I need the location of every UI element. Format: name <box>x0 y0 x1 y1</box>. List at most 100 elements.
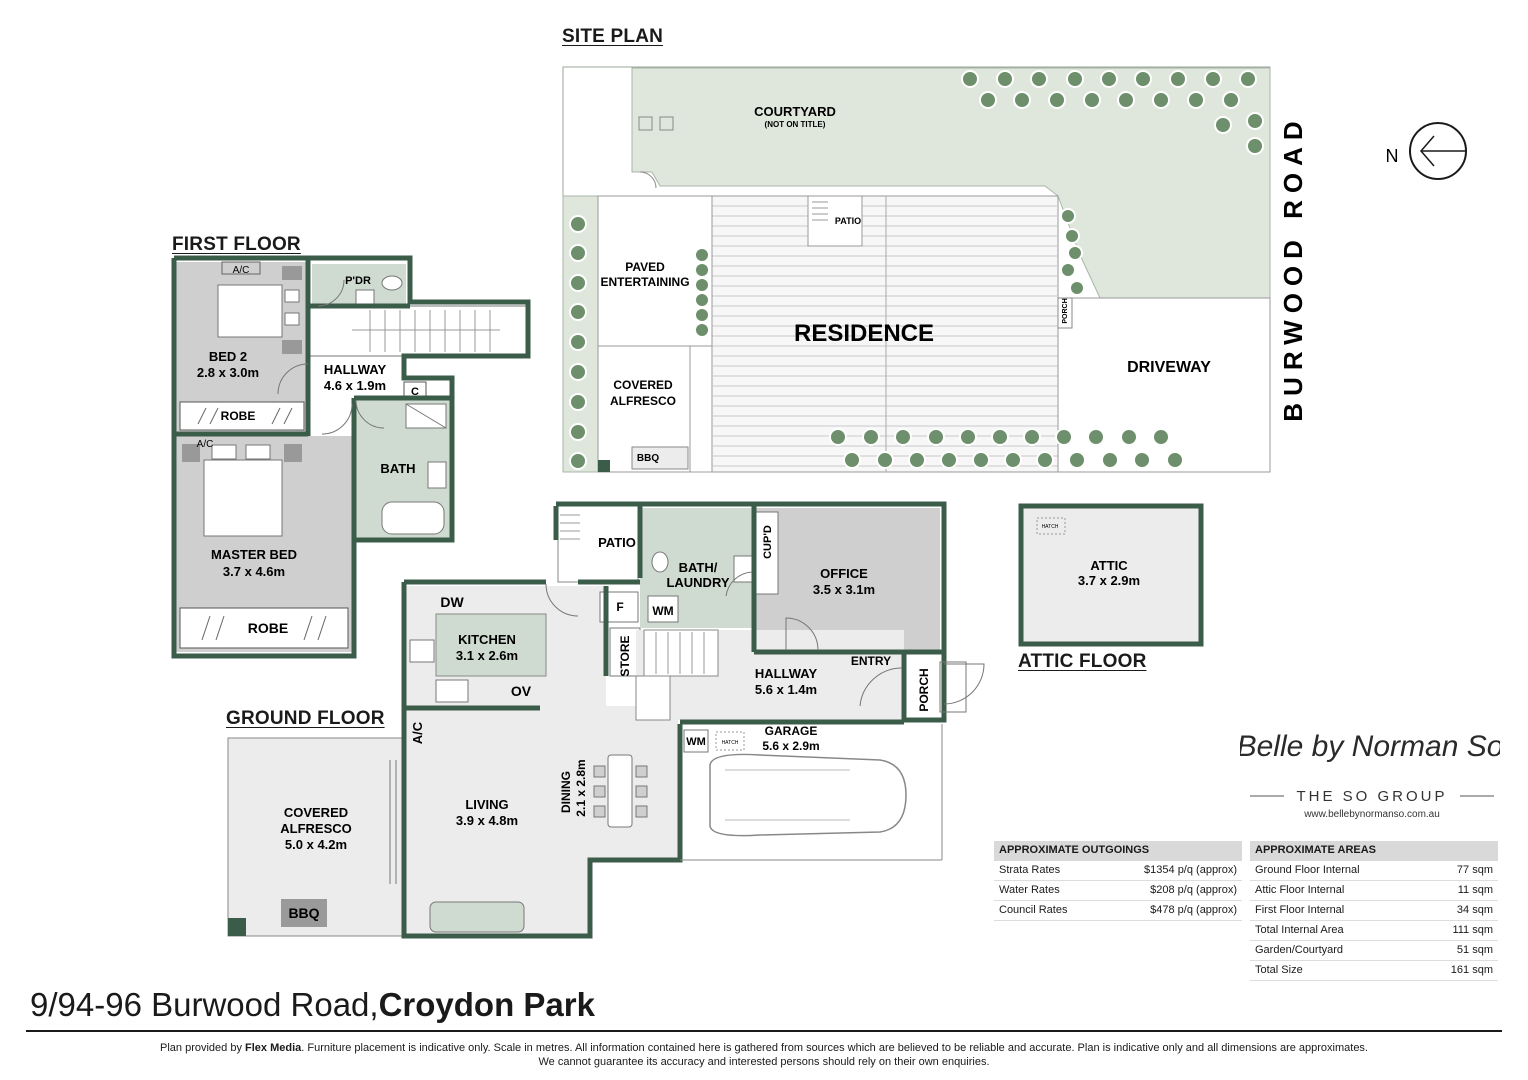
site-plan-drawing <box>562 66 1271 473</box>
kitchen-dimensions: 3.1 x 2.6m <box>456 648 518 663</box>
kitchen-name: KITCHEN <box>458 632 516 647</box>
bbq-icon <box>281 899 327 927</box>
dining-dimensions: 2.1 x 2.8m <box>574 759 588 816</box>
attic-dimensions: 3.7 x 2.9m <box>1078 573 1140 588</box>
gf-hallway-dimensions: 5.6 x 1.4m <box>755 682 817 697</box>
fridge-label: F <box>616 600 623 614</box>
garage-dimensions: 5.6 x 2.9m <box>762 739 819 753</box>
row-label: Attic Floor Internal <box>1255 884 1345 896</box>
street-label: BURWOOD ROAD <box>1278 114 1308 421</box>
row-value: 111 sqm <box>1452 924 1493 936</box>
site-bbq <box>631 446 689 470</box>
garage-name: GARAGE <box>765 724 818 738</box>
row-label: Ground Floor Internal <box>1255 864 1360 876</box>
tree-row-front <box>829 428 1184 469</box>
dining-table-icon <box>607 754 633 828</box>
site-courtyard-note: (NOT ON TITLE) <box>765 120 826 129</box>
robe-master <box>179 607 349 649</box>
cupboard-c-label: C <box>411 386 419 398</box>
disclaimer-line-1: Plan provided by Flex Media. Furniture p… <box>0 1041 1528 1055</box>
cupboard-label: CUP'D <box>762 525 774 559</box>
group-name: THE SO GROUP <box>1296 788 1447 805</box>
ff-ac-1-label: A/C <box>233 265 250 276</box>
ff-hallway-dimensions: 4.6 x 1.9m <box>324 378 386 393</box>
row-value: 51 sqm <box>1456 944 1493 956</box>
attic-room <box>1018 503 1204 647</box>
disclaimer-line-2: We cannot guarantee its accuracy and int… <box>538 1056 990 1068</box>
disclaimer: Plan provided by Flex Media. Furniture p… <box>0 1041 1528 1069</box>
master-bed-dimensions: 3.7 x 4.6m <box>223 564 285 579</box>
disclaimer-text: . Furniture placement is indicative only… <box>301 1042 1368 1054</box>
first-floor-heading: FIRST FLOOR <box>172 234 301 255</box>
site-plan-heading: SITE PLAN <box>562 26 664 47</box>
bed2-bed-icon <box>217 284 283 338</box>
row-value: $1354 p/q (approx) <box>1144 864 1237 876</box>
signature-logo: Belle by Norman So <box>1240 730 1500 763</box>
gf-covered-dimensions: 5.0 x 4.2m <box>285 837 347 852</box>
site-paved-label-1: PAVED <box>625 260 665 274</box>
sofa-icon <box>429 901 525 933</box>
site-covered-label-2: ALFRESCO <box>610 394 676 408</box>
row-label: First Floor Internal <box>1255 904 1345 916</box>
site-porch-label: PORCH <box>1062 298 1069 323</box>
gf-hallway-name: HALLWAY <box>755 666 818 681</box>
gf-bbq-label: BBQ <box>288 905 319 921</box>
row-value: $478 p/q (approx) <box>1150 904 1237 916</box>
attic-hatch-label: HATCH <box>1042 524 1059 530</box>
ff-ac-2-label: A/C <box>197 439 214 450</box>
website-link[interactable]: www.bellebynormanso.com.au <box>1303 809 1440 820</box>
gf-ac-label: A/C <box>410 721 425 744</box>
outgoings-table: APPROXIMATE OUTGOINGS Strata Rates $1354 … <box>994 841 1242 921</box>
site-driveway-label: DRIVEWAY <box>1127 359 1211 376</box>
row-label: Total Internal Area <box>1255 924 1344 936</box>
row-label: Garden/Courtyard <box>1255 944 1344 956</box>
washing-machine-2-label: WM <box>686 736 706 748</box>
gf-patio-label: PATIO <box>598 535 636 550</box>
pdr-label: P'DR <box>345 275 371 287</box>
site-bbq-label: BBQ <box>637 453 659 464</box>
gf-hatch-label: HATCH <box>722 740 739 746</box>
office-name: OFFICE <box>820 566 868 581</box>
tree-row-hedge <box>694 208 1085 338</box>
gf-porch-label: PORCH <box>917 668 931 711</box>
robe-2-label: ROBE <box>248 620 288 636</box>
ground-floor-drawing <box>227 501 985 939</box>
robe-bed2 <box>179 401 305 431</box>
porch-area <box>904 656 940 714</box>
row-value: 11 sqm <box>1457 884 1493 896</box>
table-row: Total Internal Area 111 sqm <box>1250 921 1498 941</box>
ground-floor-heading: GROUND FLOOR <box>226 708 385 729</box>
bath-laundry-label-1: BATH/ <box>679 560 718 575</box>
row-label: Water Rates <box>999 884 1060 896</box>
site-porch <box>1057 297 1073 329</box>
master-bed-icon <box>203 459 283 537</box>
living-dimensions: 3.9 x 4.8m <box>456 813 518 828</box>
row-label: Strata Rates <box>999 864 1061 876</box>
ff-bath-label: BATH <box>380 461 415 476</box>
branding-logo: Belle by Norman So THE SO GROUP www.bell… <box>1240 730 1500 820</box>
site-courtyard-label: COURTYARD <box>754 104 836 119</box>
row-label: Council Rates <box>999 904 1068 916</box>
outgoings-title: APPROXIMATE OUTGOINGS <box>994 841 1242 861</box>
office-room <box>754 508 940 650</box>
washing-machine-1-label: WM <box>652 604 673 618</box>
gf-covered-label-2: ALFRESCO <box>280 821 352 836</box>
paved-entertaining-area <box>597 195 713 347</box>
site-residence-label: RESIDENCE <box>794 320 934 347</box>
row-value: 77 sqm <box>1456 864 1493 876</box>
bathtub-icon <box>381 501 445 535</box>
table-row: Garden/Courtyard 51 sqm <box>1250 941 1498 961</box>
site-patio-label: PATIO <box>835 216 861 226</box>
table-row: Council Rates $478 p/q (approx) <box>994 901 1242 921</box>
table-row: Attic Floor Internal 11 sqm <box>1250 881 1498 901</box>
property-address: 9/94-96 Burwood Road,Croydon Park <box>30 986 595 1024</box>
bed2-dimensions: 2.8 x 3.0m <box>197 365 259 380</box>
site-paved-label-2: ENTERTAINING <box>600 275 689 289</box>
kitchen-island <box>435 613 547 677</box>
office-dimensions: 3.5 x 3.1m <box>813 582 875 597</box>
